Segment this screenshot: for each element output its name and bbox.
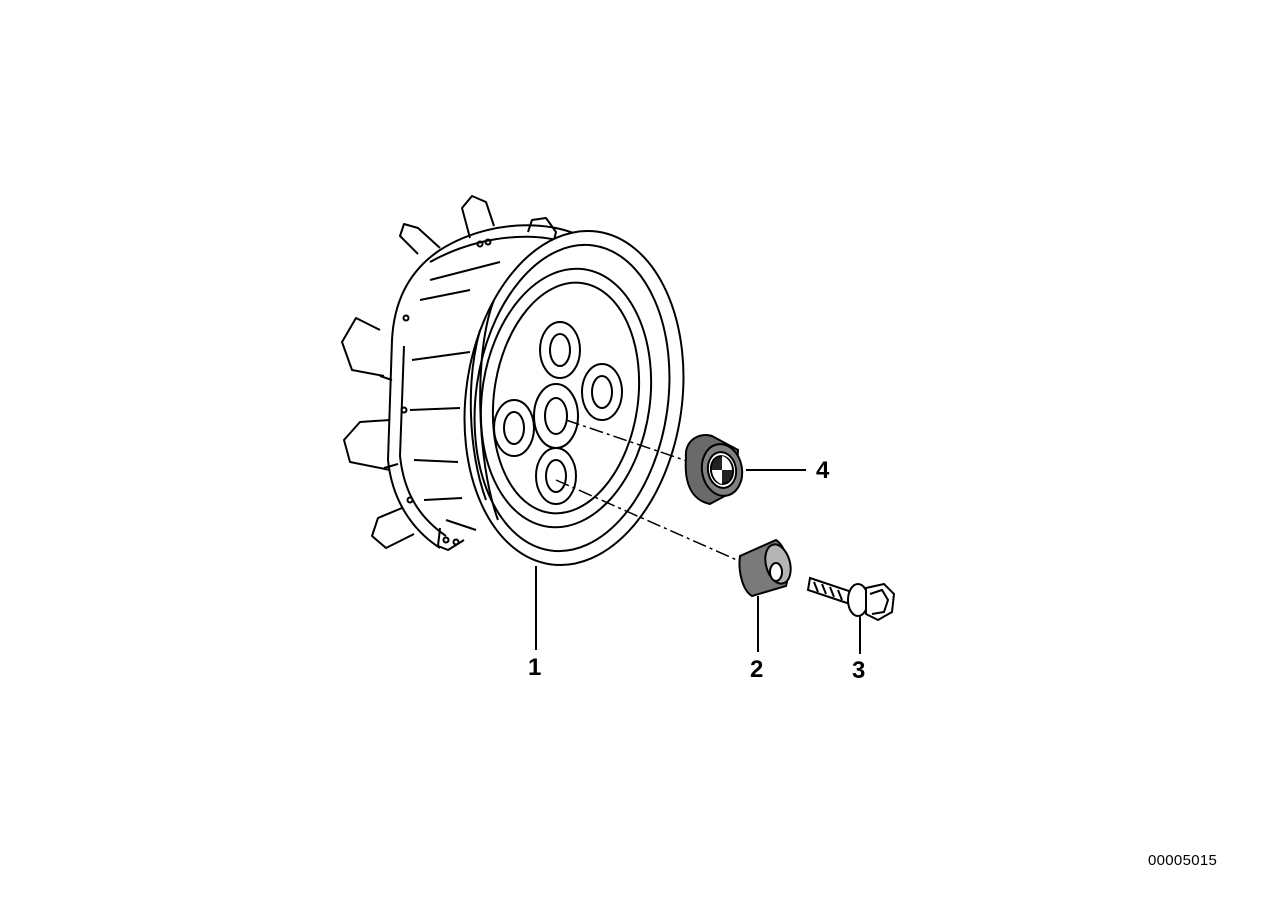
spacer-bush bbox=[740, 540, 795, 596]
hub-body bbox=[380, 225, 600, 548]
vibration-damper-hub bbox=[342, 196, 704, 579]
document-number: 00005015 bbox=[1148, 852, 1218, 869]
callout-3: 3 bbox=[852, 657, 866, 684]
hex-flange-bolt bbox=[808, 578, 894, 620]
callout-4: 4 bbox=[816, 457, 830, 484]
callout-1: 1 bbox=[528, 654, 542, 681]
emblem-cap bbox=[686, 435, 747, 504]
hub-lugs bbox=[342, 196, 556, 550]
callout-2: 2 bbox=[750, 656, 764, 683]
pulley-face-holes bbox=[494, 322, 622, 504]
